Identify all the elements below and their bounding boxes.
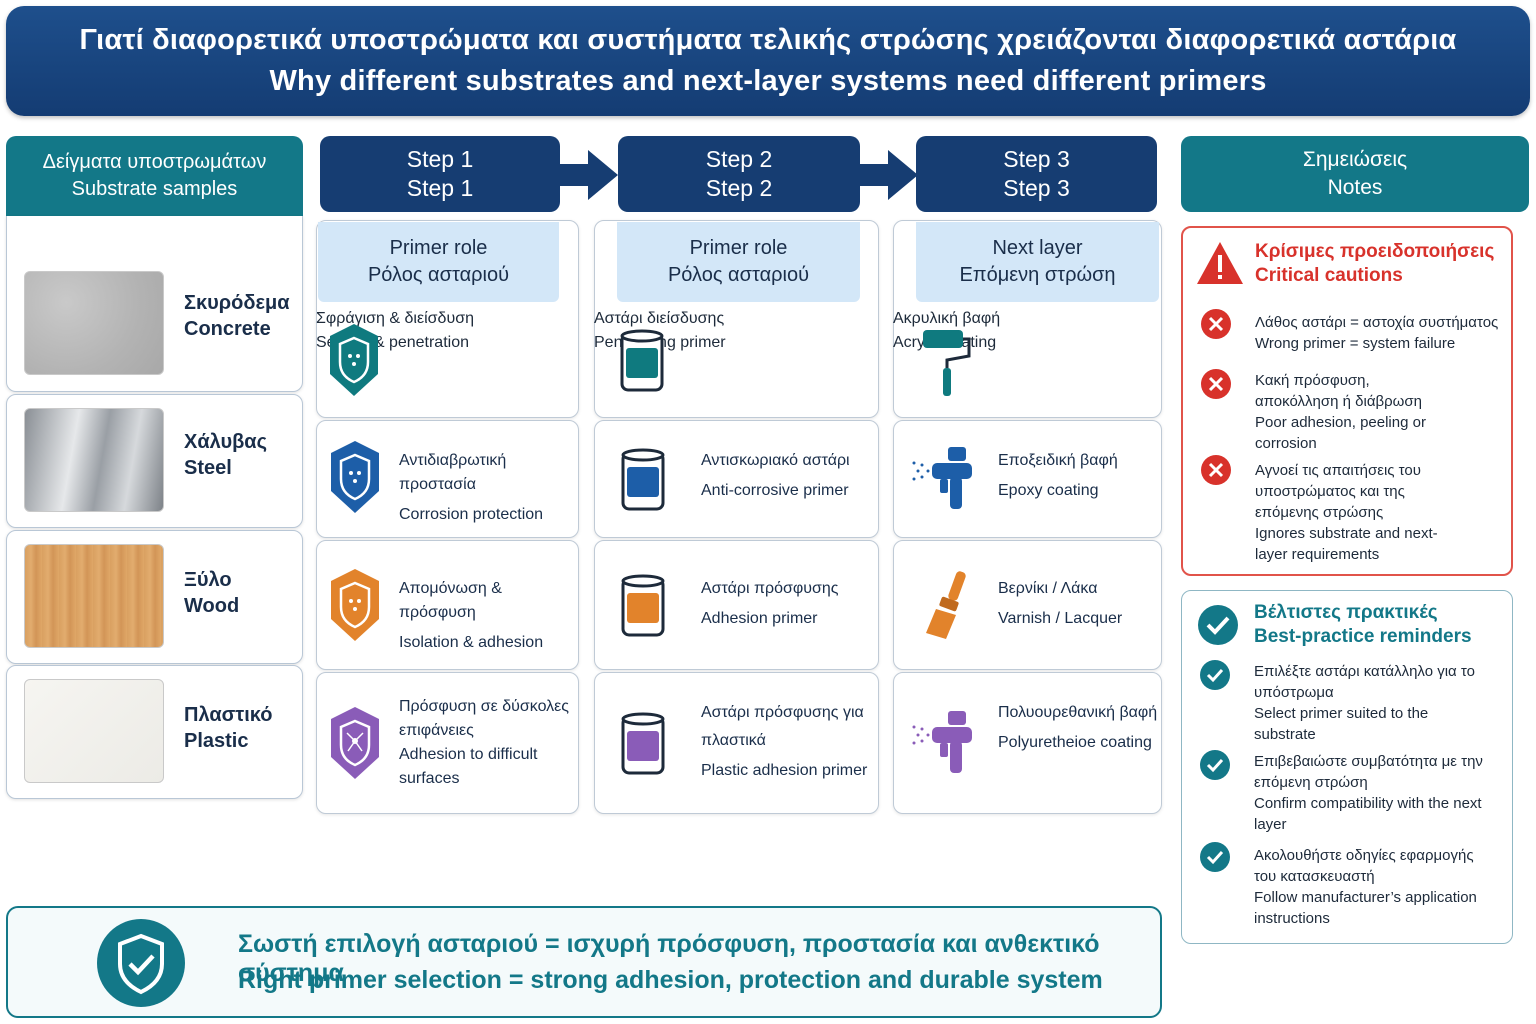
- paint-roller-icon: [923, 330, 971, 396]
- summary-footer: Σωστή επιλογή ασταριού = ισχυρή πρόσφυση…: [6, 906, 1162, 1018]
- substrate-card-wood: Ξύλο Wood: [6, 530, 303, 664]
- step-3-row-3: Βερνίκι / Λάκα Varnish / Lacquer: [893, 540, 1162, 670]
- step-1-header: Step 1 Step 1: [320, 136, 560, 212]
- step-2-role-header: Primer role Ρόλος ασταριού: [617, 222, 860, 302]
- check-circle-icon: [1200, 842, 1230, 872]
- step-arrow-icon: [560, 150, 618, 200]
- step-3-item-1: Ακρυλική βαφή Acrylic coating: [893, 310, 1162, 410]
- substrate-label-plastic: Πλαστικό Plastic: [184, 704, 273, 752]
- spray-gun-icon: [912, 447, 972, 509]
- shield-droplets-icon: [331, 569, 379, 641]
- plastic-swatch: [24, 679, 164, 783]
- step-1-item-1: Σφράγιση & διείσδυση Sealing & penetrati…: [316, 310, 579, 410]
- substrates-header-english: Substrate samples: [71, 178, 238, 200]
- warning-icon: [1197, 242, 1243, 284]
- error-x-icon: [1201, 455, 1231, 485]
- title-greek: Γιατί διαφορετικά υποστρώματα και συστήμ…: [79, 24, 1457, 56]
- substrate-label-steel: Χάλυβας Steel: [184, 431, 267, 479]
- best-practice-item: Ακολουθήστε οδηγίες εφαρμογής του κατασκ…: [1254, 847, 1477, 927]
- check-circle-icon: [1198, 605, 1238, 645]
- step-2-row-3: Αστάρι πρόσφυσης Adhesion primer: [594, 540, 879, 670]
- check-circle-icon: [1200, 660, 1230, 690]
- caution-item: Κακή πρόσφυση, αποκόλληση ή διάβρωση Poo…: [1255, 372, 1426, 452]
- primer-can-icon: [620, 329, 664, 392]
- substrate-card-steel: Χάλυβας Steel: [6, 394, 303, 528]
- caution-item: Λάθος αστάρι = αστοχία συστήματος Wrong …: [1255, 314, 1499, 352]
- step-2-item-1: Αστάρι διείσδυσης Penetrating primer: [594, 310, 879, 410]
- best-title-english: Best-practice reminders: [1254, 626, 1472, 647]
- title-banner: Γιατί διαφορετικά υποστρώματα και συστήμ…: [6, 6, 1530, 116]
- step-arrow-icon: [860, 150, 918, 200]
- step-2-header: Step 2 Step 2: [618, 136, 860, 212]
- paint-brush-icon: [926, 571, 966, 639]
- step-3-role-header: Next layer Επόμενη στρώση: [916, 222, 1159, 302]
- step-3-row-2: Εποξειδική βαφή Epoxy coating: [893, 420, 1162, 538]
- best-title-greek: Βέλτιστες πρακτικές: [1254, 602, 1438, 623]
- substrate-card-plastic: Πλαστικό Plastic: [6, 665, 303, 799]
- step-1-row-2: Αντιδιαβρωτική προστασία Corrosion prote…: [316, 420, 579, 538]
- steel-swatch: [24, 408, 164, 512]
- wood-swatch: [24, 544, 164, 648]
- best-practice-item: Επιλέξτε αστάρι κατάλληλο για το υπόστρω…: [1254, 663, 1475, 743]
- cautions-title-english: Critical cautions: [1255, 265, 1403, 286]
- step-1-row-3: Απομόνωση & πρόσφυση Isolation & adhesio…: [316, 540, 579, 670]
- primer-can-icon: [621, 712, 665, 775]
- substrates-header-greek: Δείγματα υποστρωμάτων: [42, 151, 267, 173]
- best-practice-panel: Βέλτιστες πρακτικές Best-practice remind…: [1181, 590, 1513, 944]
- step-1-role-header: Primer role Ρόλος ασταριού: [318, 222, 559, 302]
- footer-greek: Σωστή επιλογή ασταριού = ισχυρή πρόσφυση…: [238, 930, 1100, 987]
- step-3-row-4: Πολυουρεθανική βαφή Polyuretheioe coatin…: [893, 672, 1162, 814]
- error-x-icon: [1201, 369, 1231, 399]
- substrates-header: Δείγματα υποστρωμάτων Substrate samples: [6, 136, 303, 216]
- substrate-card-concrete: Σκυρόδεμα Concrete: [6, 216, 303, 392]
- concrete-swatch: [24, 271, 164, 375]
- error-x-icon: [1201, 309, 1231, 339]
- shield-network-icon: [331, 707, 379, 779]
- notes-header: Σημειώσεις Notes: [1181, 136, 1529, 212]
- shield-check-icon: [97, 919, 185, 1007]
- primer-can-icon: [621, 448, 665, 511]
- best-practice-item: Επιβεβαιώστε συμβατότητα με την επόμενη …: [1254, 753, 1483, 833]
- substrate-label-concrete: Σκυρόδεμα Concrete: [184, 292, 290, 340]
- step-3-header: Step 3 Step 3: [916, 136, 1157, 212]
- step-2-row-4: Αστάρι πρόσφυσης για πλαστικά Plastic ad…: [594, 672, 879, 814]
- cautions-title-greek: Κρίσιμες προειδοποιήσεις: [1255, 241, 1495, 262]
- caution-item: Αγνοεί τις απαιτήσεις του υποστρώματος κ…: [1255, 462, 1438, 563]
- step-1-row-4: Πρόσφυση σε δύσκολες επιφάνειες Adhesion…: [316, 672, 579, 814]
- primer-can-icon: [621, 574, 665, 637]
- critical-cautions-panel: Κρίσιμες προειδοποιήσεις Critical cautio…: [1181, 226, 1513, 576]
- step-2-row-2: Αντισκωριακό αστάρι Anti-corrosive prime…: [594, 420, 879, 538]
- title-english: Why different substrates and next-layer …: [269, 65, 1267, 97]
- substrate-label-wood: Ξύλο Wood: [184, 569, 240, 617]
- shield-droplets-icon: [331, 441, 379, 513]
- spray-gun-icon: [912, 711, 972, 773]
- footer-english: Right primer selection = strong adhesion…: [238, 966, 1103, 994]
- shield-droplets-icon: [330, 324, 378, 396]
- check-circle-icon: [1200, 750, 1230, 780]
